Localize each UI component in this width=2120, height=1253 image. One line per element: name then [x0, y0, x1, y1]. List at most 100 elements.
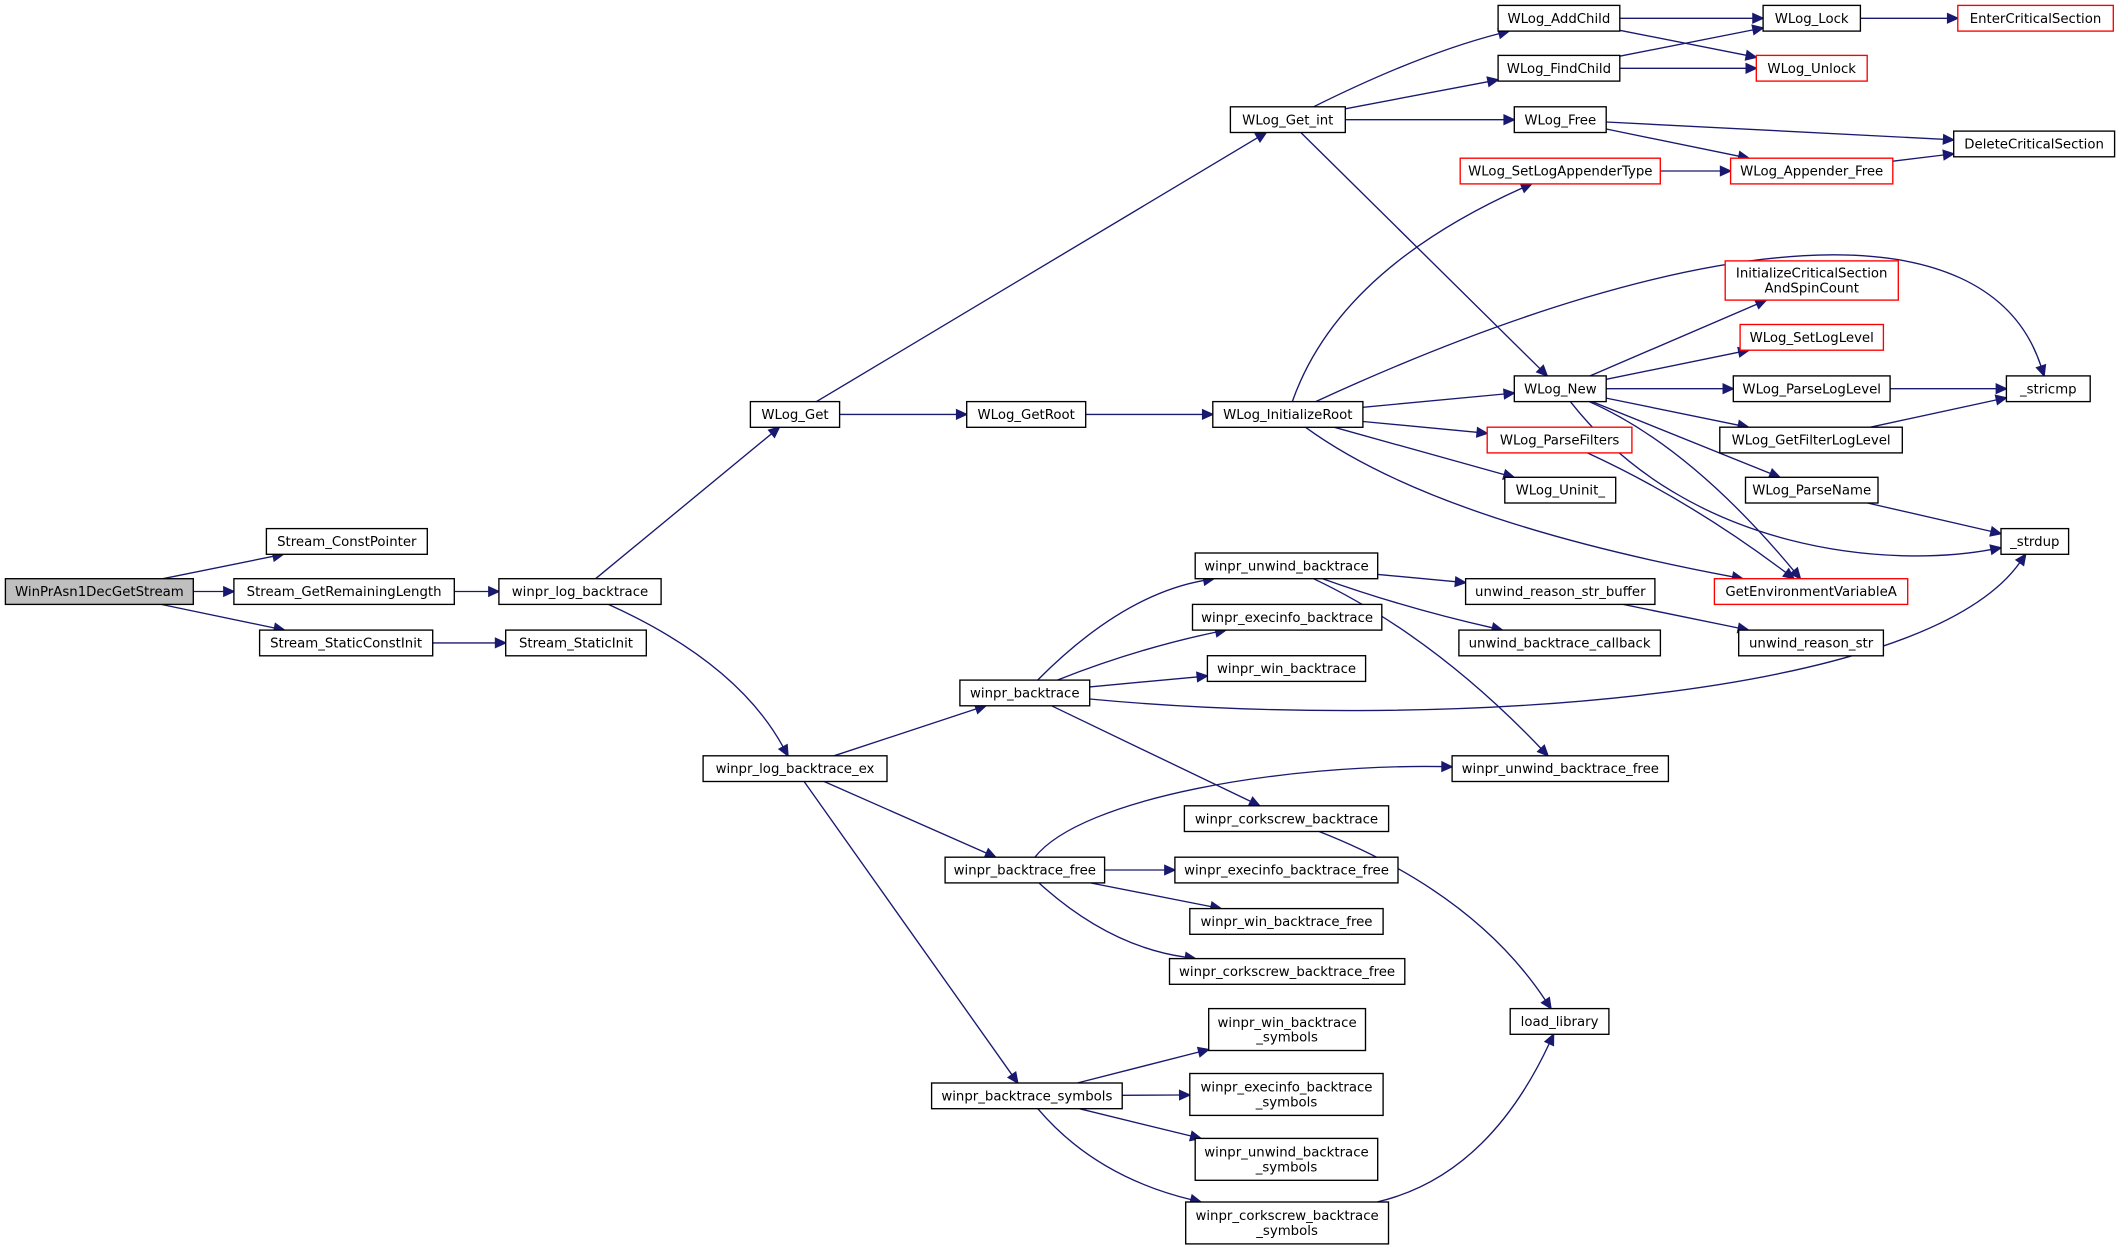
node-box — [1486, 426, 1633, 454]
edge-line — [1622, 603, 1739, 629]
node-label: Stream_StaticConstInit — [270, 637, 422, 652]
edge-arrowhead — [494, 637, 508, 649]
node-unwind-backtrace-callback[interactable]: unwind_backtrace_callback — [1458, 629, 1662, 657]
node-wlog-new[interactable]: WLog_New — [1513, 375, 1607, 403]
node-box — [505, 629, 647, 657]
node-winpr-backtrace-symbols[interactable]: winpr_backtrace_symbols — [930, 1082, 1123, 1110]
edge-arrowhead — [1196, 671, 1210, 683]
node-winpr-corkscrew-backtrace[interactable]: winpr_corkscrew_backtrace — [1183, 805, 1390, 833]
edge-arrowhead — [1536, 744, 1550, 757]
edge-winpr-corkscrew-backtrace-to-load-library — [1318, 830, 1552, 1010]
node-wlog-uninit[interactable]: WLog_Uninit_ — [1504, 476, 1617, 504]
node-winpr-execinfo-backtrace-symbols[interactable]: winpr_execinfo_backtrace_symbols — [1189, 1072, 1384, 1117]
node-winprasn1decgetstream[interactable]: WinPrAsn1DecGetStream — [4, 578, 194, 606]
edge-line — [1300, 132, 1541, 370]
node-wlog-initializeroot[interactable]: WLog_InitializeRoot — [1212, 400, 1364, 428]
node-load-library[interactable]: load_library — [1509, 1007, 1610, 1035]
node-entercriticalsection[interactable]: EnterCriticalSection — [1957, 4, 2114, 32]
edge-wlog-lock-to-entercriticalsection — [1860, 12, 1960, 24]
edge-line — [823, 780, 987, 854]
edge-line — [1606, 351, 1740, 380]
node-box — [966, 400, 1087, 428]
edge-wlog-findchild-to-wlog-lock — [1619, 24, 1765, 57]
node-label: unwind_reason_str — [1749, 637, 1874, 652]
node-winpr-corkscrew-backtrace-symbols[interactable]: winpr_corkscrew_backtrace_symbols — [1185, 1201, 1390, 1245]
edge-winpr-backtrace-symbols-to-winpr-unwind-backtrace-symbols — [1079, 1108, 1203, 1142]
node-deletecriticalsection[interactable]: DeleteCriticalSection — [1953, 130, 2116, 158]
edge-line — [1318, 830, 1546, 1001]
node-winpr-unwind-backtrace[interactable]: winpr_unwind_backtrace — [1194, 552, 1379, 580]
node-unwind-reason-str[interactable]: unwind_reason_str — [1738, 629, 1885, 657]
node-wlog-parsefilters[interactable]: WLog_ParseFilters — [1486, 426, 1633, 454]
edge-wlog-get-int-to-wlog-free — [1345, 114, 1516, 126]
edge-line — [1090, 882, 1212, 908]
node-winpr-win-backtrace-free[interactable]: winpr_win_backtrace_free — [1189, 907, 1384, 935]
node-box — [1183, 805, 1390, 833]
node-label: WLog_SetLogAppenderType — [1468, 165, 1652, 180]
edge-wlog-addchild-to-wlog-unlock — [1619, 29, 1758, 61]
node-wlog-addchild[interactable]: WLog_AddChild — [1497, 4, 1621, 32]
edge-line — [1079, 1108, 1192, 1137]
node-wlog-getfilterloglevel[interactable]: WLog_GetFilterLogLevel — [1719, 426, 1903, 454]
edge-winpr-unwind-backtrace-to-unwind-reason-str-buffer — [1377, 573, 1468, 588]
node-label: WLog_FindChild — [1507, 62, 1611, 77]
edge-arrowhead — [1486, 76, 1500, 88]
node-wlog-getroot[interactable]: WLog_GetRoot — [966, 400, 1087, 428]
node-wlog-parsename[interactable]: WLog_ParseName — [1744, 476, 1879, 504]
node-wlog-appender-free[interactable]: WLog_Appender_Free — [1729, 157, 1894, 185]
node-getenvironmentvariablea[interactable]: GetEnvironmentVariableA — [1713, 578, 1909, 606]
node-winpr-win-backtrace[interactable]: winpr_win_backtrace — [1206, 655, 1367, 683]
node-winpr-execinfo-backtrace-free[interactable]: winpr_execinfo_backtrace_free — [1174, 856, 1399, 884]
node-label: AndSpinCount — [1764, 282, 1858, 297]
node-wlog-parseloglevel[interactable]: WLog_ParseLogLevel — [1732, 375, 1891, 403]
node-label: WLog_Unlock — [1767, 62, 1856, 77]
node-winpr-log-backtrace-ex[interactable]: winpr_log_backtrace_ex — [702, 755, 888, 783]
node-wlog-get[interactable]: WLog_Get — [749, 400, 841, 428]
edge-line — [1291, 187, 1523, 402]
edge-wlog-parsename-to-strdup — [1867, 502, 2003, 537]
edge-line — [160, 603, 275, 629]
node-winpr-execinfo-backtrace[interactable]: winpr_execinfo_backtrace — [1191, 603, 1383, 631]
node-stricmp[interactable]: _stricmp — [2005, 375, 2091, 403]
node-winpr-unwind-backtrace-free[interactable]: winpr_unwind_backtrace_free — [1451, 755, 1670, 783]
node-label: _symbols — [1255, 1096, 1318, 1111]
node-wlog-lock[interactable]: WLog_Lock — [1762, 4, 1862, 32]
edge-wlog-initializeroot-to-wlog-new — [1362, 388, 1516, 408]
node-stream-constpointer[interactable]: Stream_ConstPointer — [265, 527, 428, 555]
node-winpr-corkscrew-backtrace-free[interactable]: winpr_corkscrew_backtrace_free — [1168, 957, 1406, 985]
node-wlog-get-int[interactable]: WLog_Get_int — [1229, 106, 1346, 134]
edge-line — [1038, 882, 1186, 958]
edge-unwind-reason-str-buffer-to-unwind-reason-str — [1622, 603, 1751, 634]
node-box — [1206, 655, 1367, 683]
node-wlog-unlock[interactable]: WLog_Unlock — [1755, 54, 1868, 82]
node-stream-staticinit[interactable]: Stream_StaticInit — [505, 629, 647, 657]
node-box — [930, 1082, 1123, 1110]
node-winpr-log-backtrace[interactable]: winpr_log_backtrace — [498, 578, 662, 606]
edge-arrowhead — [2035, 363, 2047, 378]
node-wlog-setloglevel[interactable]: WLog_SetLogLevel — [1739, 323, 1885, 351]
node-strdup[interactable]: _strdup — [2000, 527, 2070, 555]
node-unwind-reason-str-buffer[interactable]: unwind_reason_str_buffer — [1464, 578, 1656, 606]
node-winpr-win-backtrace-symbols[interactable]: winpr_win_backtrace_symbols — [1208, 1007, 1367, 1052]
node-wlog-setlogappendertype[interactable]: WLog_SetLogAppenderType — [1459, 157, 1661, 185]
node-stream-getremaininglength[interactable]: Stream_GetRemainingLength — [233, 578, 455, 606]
node-box — [1719, 426, 1903, 454]
node-label: WinPrAsn1DecGetStream — [15, 585, 184, 600]
node-label: WLog_AddChild — [1507, 12, 1610, 27]
node-box — [1168, 957, 1406, 985]
node-winpr-backtrace[interactable]: winpr_backtrace — [959, 679, 1091, 707]
node-box — [1497, 54, 1621, 82]
edge-winpr-log-backtrace-to-winpr-log-backtrace-ex — [608, 603, 789, 758]
node-stream-staticconstinit[interactable]: Stream_StaticConstInit — [258, 629, 434, 657]
edge-line — [803, 781, 1013, 1076]
node-wlog-free[interactable]: WLog_Free — [1513, 106, 1607, 134]
edge-winpr-log-backtrace-ex-to-winpr-backtrace — [833, 703, 988, 757]
node-wlog-findchild[interactable]: WLog_FindChild — [1497, 54, 1621, 82]
node-winpr-backtrace-free[interactable]: winpr_backtrace_free — [944, 856, 1106, 884]
node-winpr-unwind-backtrace-symbols[interactable]: winpr_unwind_backtrace_symbols — [1194, 1137, 1379, 1181]
node-label: winpr_backtrace_symbols — [941, 1089, 1112, 1104]
edge-line — [1377, 573, 1456, 583]
node-box — [1212, 400, 1364, 428]
edge-line — [1315, 254, 2042, 403]
